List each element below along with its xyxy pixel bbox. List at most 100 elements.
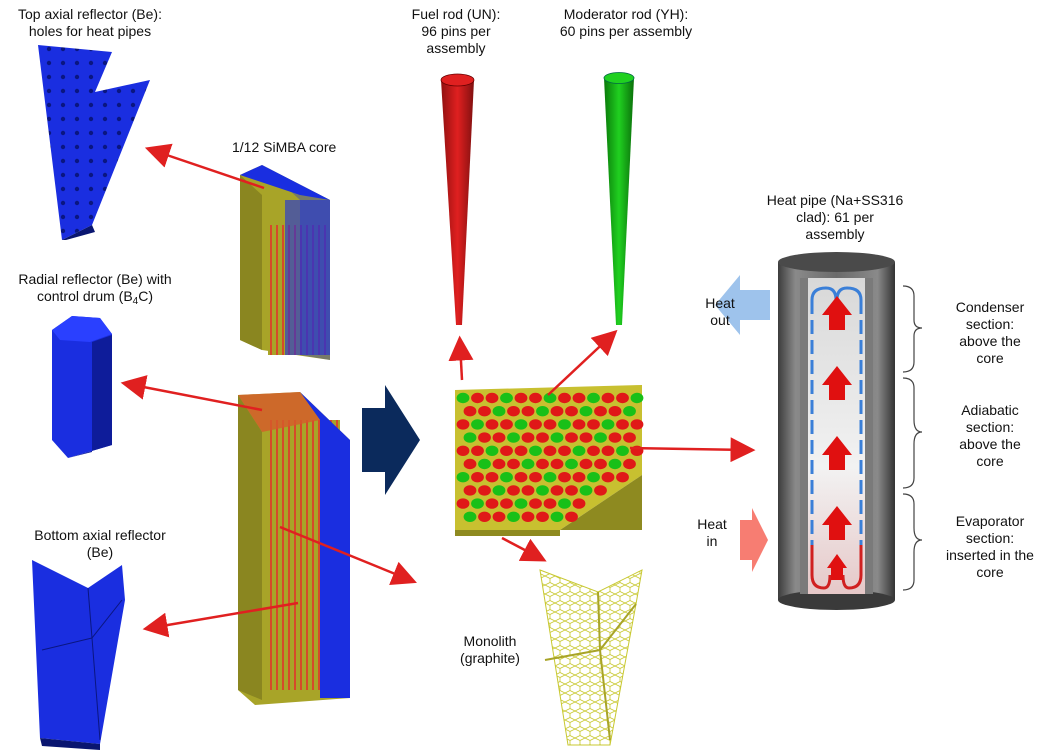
assembly-pin	[572, 392, 586, 404]
connector-arrows	[120, 143, 756, 638]
assembly-pin	[463, 485, 477, 496]
radial-reflector-label: Radial reflector (Be) with control drum …	[18, 271, 172, 307]
assembly-pin	[485, 445, 499, 456]
assembly-pin	[500, 445, 513, 456]
heat-in-label: Heat in	[697, 516, 727, 549]
condenser-label: Condenser section: above the core	[955, 299, 1025, 366]
assembly-pin	[550, 458, 564, 470]
assembly-pin	[558, 445, 571, 456]
assembly-pin	[514, 445, 528, 456]
assembly-pin	[630, 392, 644, 404]
assembly-pin	[471, 392, 484, 404]
assembly-pin	[456, 445, 470, 456]
moderator-rod	[603, 72, 635, 325]
assembly-pin	[507, 511, 520, 522]
navy-block-arrow	[362, 385, 420, 495]
adiabatic-label: Adiabatic section: above the core	[959, 402, 1021, 469]
assembly-pin	[500, 419, 513, 430]
section-braces	[902, 285, 923, 591]
assembly-pin	[492, 458, 506, 470]
assembly-pin	[536, 511, 549, 522]
assembly-pin	[536, 406, 549, 417]
heat-out-label: Heat out	[705, 295, 735, 328]
heat-out-arrow	[715, 275, 770, 335]
graphite-monolith	[539, 569, 643, 746]
heat-in-arrow	[740, 508, 768, 572]
assembly-pin	[543, 498, 557, 509]
assembly-pin	[623, 432, 636, 443]
assembly-pin	[521, 485, 535, 496]
assembly-pin	[507, 406, 520, 417]
assembly-pin	[521, 511, 535, 522]
assembly-pin	[492, 511, 506, 522]
radial-reflector	[52, 316, 112, 458]
assembly-pin	[601, 445, 615, 456]
assembly-pin	[565, 485, 578, 496]
assembly-pin	[456, 392, 470, 404]
assembly-pin	[601, 472, 615, 483]
assembly-pin	[463, 511, 477, 522]
assembly-pin	[601, 392, 615, 404]
core-lower	[238, 392, 350, 705]
assembly-pin	[608, 432, 622, 443]
assembly-pin	[579, 432, 593, 443]
assembly-pin	[601, 419, 615, 430]
assembly-pin	[616, 472, 629, 483]
assembly-pin	[616, 392, 629, 404]
top-reflector-label: Top axial reflector (Be): holes for heat…	[18, 6, 162, 39]
top-axial-reflector	[38, 45, 150, 240]
assembly-pin	[543, 472, 557, 483]
assembly-pin	[500, 472, 513, 483]
assembly-pin	[456, 472, 470, 483]
assembly-pin	[485, 498, 499, 509]
assembly-pin	[630, 419, 644, 430]
assembly-pin	[529, 419, 542, 430]
assembly-pin	[594, 485, 607, 496]
assembly-pin	[471, 472, 484, 483]
core-upper	[240, 165, 330, 360]
assembly-pin	[507, 432, 520, 443]
assembly-pin	[608, 458, 622, 470]
assembly-pin	[521, 406, 535, 417]
assembly-pin	[492, 432, 506, 443]
assembly-pin	[565, 406, 578, 417]
assembly-pin	[572, 445, 586, 456]
assembly-pin	[543, 419, 557, 430]
monolith-label: Monolith (graphite)	[460, 633, 520, 666]
assembly-pin	[623, 406, 636, 417]
assembly-pin	[478, 511, 491, 522]
evaporator-label: Evaporator section: inserted in the core	[946, 513, 1034, 580]
assembly-pin	[572, 419, 586, 430]
assembly-pin	[514, 472, 528, 483]
assembly-pin	[536, 432, 549, 443]
assembly-pin	[471, 419, 484, 430]
assembly-pin	[529, 392, 542, 404]
assembly-pin	[565, 458, 578, 470]
assembly-pin	[485, 472, 499, 483]
moderator-rod-label: Moderator rod (YH): 60 pins per assembly	[559, 6, 693, 39]
assembly-pin	[478, 458, 491, 470]
assembly-pin	[536, 458, 549, 470]
assembly-pin	[543, 392, 557, 404]
assembly-pin	[572, 498, 586, 509]
assembly-pin	[500, 392, 513, 404]
assembly-pin	[558, 498, 571, 509]
assembly-pin	[550, 511, 564, 522]
assembly-pin	[587, 445, 600, 456]
assembly-pin	[579, 406, 593, 417]
assembly-pin	[456, 419, 470, 430]
assembly-pin	[521, 458, 535, 470]
assembly-pin	[521, 432, 535, 443]
assembly-pin	[550, 432, 564, 443]
assembly-pin	[558, 392, 571, 404]
assembly-pin	[616, 445, 629, 456]
assembly-pin	[623, 458, 636, 470]
assembly-pin	[579, 458, 593, 470]
assembly-pin	[471, 498, 484, 509]
assembly-pin	[543, 445, 557, 456]
assembly-pin	[594, 406, 607, 417]
assembly-pin	[478, 485, 491, 496]
assembly-pin	[492, 485, 506, 496]
assembly-pin	[594, 458, 607, 470]
